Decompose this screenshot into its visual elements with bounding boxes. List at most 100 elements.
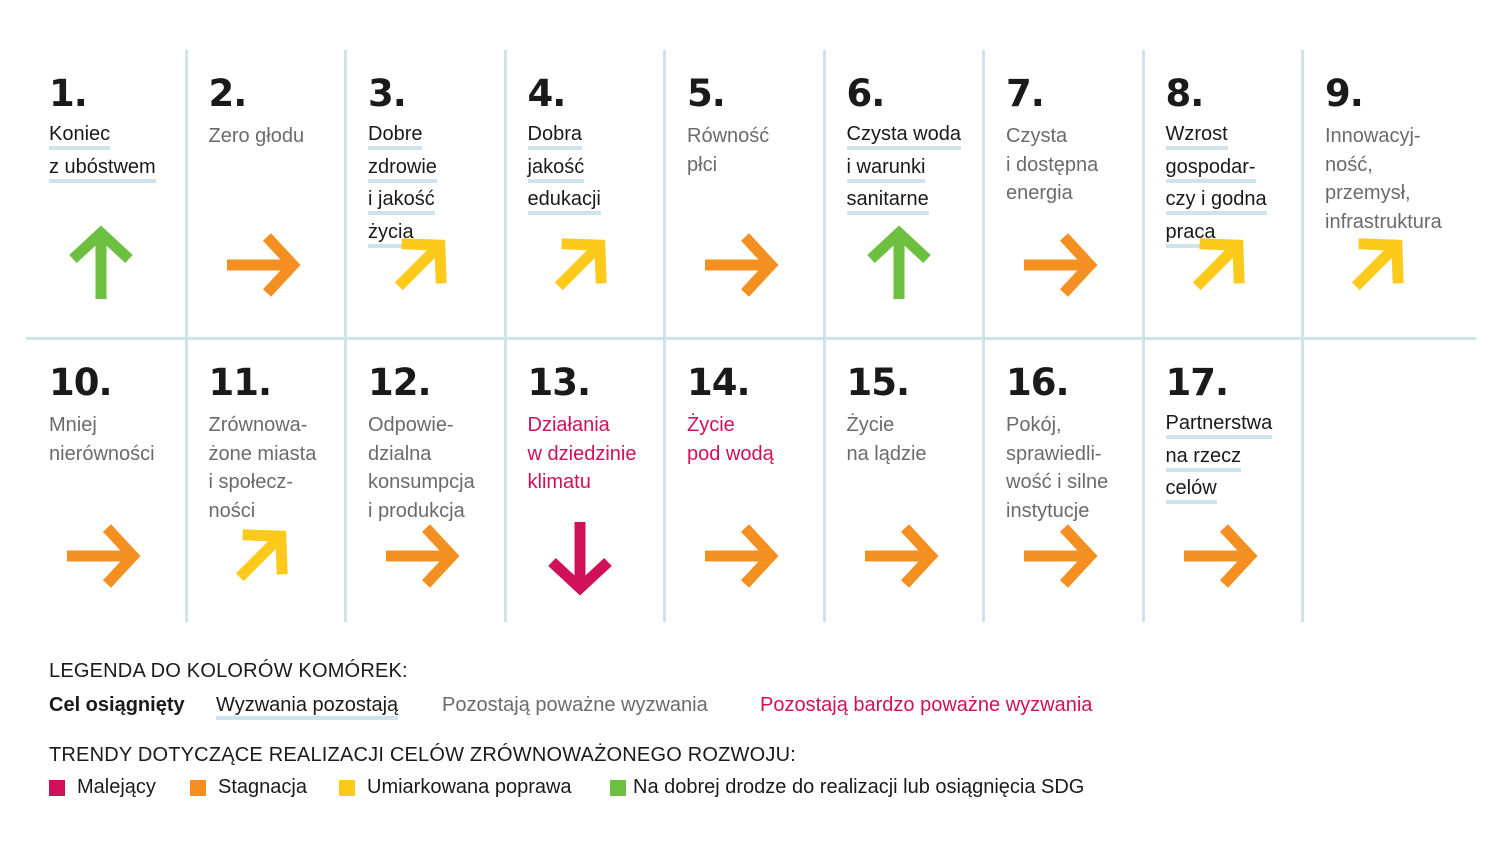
goal-label-line: sanitarne <box>846 187 929 215</box>
stagnating-arrow-icon <box>1024 524 1098 588</box>
swatch-moderately-improving <box>339 780 355 796</box>
grid-vertical-line <box>504 50 507 337</box>
swatch-on-track <box>610 780 626 796</box>
goal-label-line: konsumpcja <box>368 471 475 493</box>
goal-number: 7. <box>1006 72 1045 115</box>
grid-vertical-line <box>1301 338 1304 622</box>
stagnating-arrow-icon <box>864 524 939 588</box>
goal-label-line: edukacji <box>527 187 601 215</box>
goal-label-line: Równość <box>687 125 770 147</box>
grid-vertical-line <box>823 338 826 622</box>
grid-vertical-line <box>663 50 666 337</box>
goal-number: 1. <box>49 72 88 115</box>
goal-number: 12. <box>368 361 432 404</box>
goal-cell-2: 2.Zero głodu <box>209 74 359 334</box>
cell-colors-legend-title: LEGENDA DO KOLORÓW KOMÓREK: <box>49 660 408 682</box>
goal-label-line: ności <box>208 499 256 522</box>
goal-number: 14. <box>687 361 751 404</box>
goal-number: 10. <box>49 361 113 404</box>
legend-major: Pozostają bardzo poważne wyzwania <box>760 694 1093 716</box>
goal-label-line: wość i silne <box>1006 471 1109 493</box>
goal-number: 9. <box>1325 72 1364 115</box>
goal-cell-12: 12. Odpowie-dzialna konsumpcja i produkcja <box>368 363 518 623</box>
grid-horizontal-line <box>26 337 1476 340</box>
on-track-arrow-icon <box>866 225 931 299</box>
goal-number: 6. <box>846 72 886 115</box>
decreasing-arrow-icon <box>547 522 612 596</box>
goal-label-line: Czysta <box>1006 125 1068 147</box>
goal-label: Odpowie-dzialna konsumpcja i produkcja <box>368 411 475 525</box>
goal-label-line: gospodar- <box>1165 155 1256 183</box>
grid-vertical-line <box>1142 338 1145 622</box>
goal-label-line: na lądzie <box>846 442 927 465</box>
legend-challenges: Wyzwania pozostają <box>216 694 399 720</box>
goal-label-line: płci <box>687 153 718 176</box>
goal-label-line: Mniej <box>49 414 97 436</box>
goal-label-line: Zrównowa- <box>208 414 308 436</box>
goal-number: 13. <box>527 361 592 404</box>
goal-label-line: klimatu <box>527 471 591 493</box>
legend-stagnating: Stagnacja <box>218 776 307 798</box>
goal-number: 4. <box>527 72 567 115</box>
on-track-arrow-icon <box>69 225 133 299</box>
stagnating-arrow-icon <box>705 524 779 588</box>
goal-label-line: życia <box>368 220 414 248</box>
moderately-improving-arrow-icon <box>394 238 447 291</box>
grid-vertical-line <box>1301 50 1304 337</box>
moderately-improving-arrow-icon <box>235 529 288 582</box>
moderately-improving-arrow-icon <box>1351 238 1404 291</box>
goal-number: 16. <box>1006 361 1070 404</box>
stagnating-arrow-icon <box>1183 524 1258 588</box>
goal-label-line: jakość <box>527 155 585 183</box>
goal-label-line: pod wodą <box>687 442 774 465</box>
grid-vertical-line <box>663 338 666 622</box>
stagnating-arrow-icon <box>386 524 460 588</box>
goal-cell-9: 9.Innowacyj-ność,przemysł,infrastruktura <box>1325 74 1475 334</box>
stagnating-arrow-icon <box>1024 233 1098 297</box>
grid-vertical-line <box>504 338 507 622</box>
grid-vertical-line <box>344 338 347 622</box>
goal-label-line: i produkcja <box>368 499 465 522</box>
goal-label-line: dzialna <box>368 442 432 465</box>
legend-moderately-improving: Umiarkowana poprawa <box>367 776 572 798</box>
moderately-improving-arrow-icon <box>554 238 607 291</box>
goal-label-line: energia <box>1006 182 1073 204</box>
goal-label-line: Działania <box>527 414 610 436</box>
grid-vertical-line <box>185 50 188 337</box>
stagnating-arrow-icon <box>67 524 141 588</box>
goal-label-line: Odpowie- <box>368 414 454 436</box>
grid-vertical-line <box>344 50 347 337</box>
goal-number: 17. <box>1165 361 1230 404</box>
trends-legend-title: TRENDY DOTYCZĄCE REALIZACJI CELÓW ZRÓWNO… <box>49 744 796 766</box>
legend-achieved: Cel osiągnięty <box>49 694 185 716</box>
goal-label-line: z ubóstwem <box>49 155 156 183</box>
legend-decreasing: Malejący <box>77 776 156 798</box>
goal-label-line: Innowacyj- <box>1325 125 1421 147</box>
goal-label-line: Wzrost <box>1165 122 1228 150</box>
swatch-stagnating <box>190 780 206 796</box>
goal-label-line: instytucje <box>1006 499 1090 522</box>
goal-label-line: Koniec <box>49 122 111 150</box>
legend-significant: Pozostają poważne wyzwania <box>442 694 708 716</box>
goal-number: 15. <box>846 361 911 404</box>
goal-number: 8. <box>1165 72 1205 115</box>
goal-label-line: praca <box>1165 220 1216 248</box>
